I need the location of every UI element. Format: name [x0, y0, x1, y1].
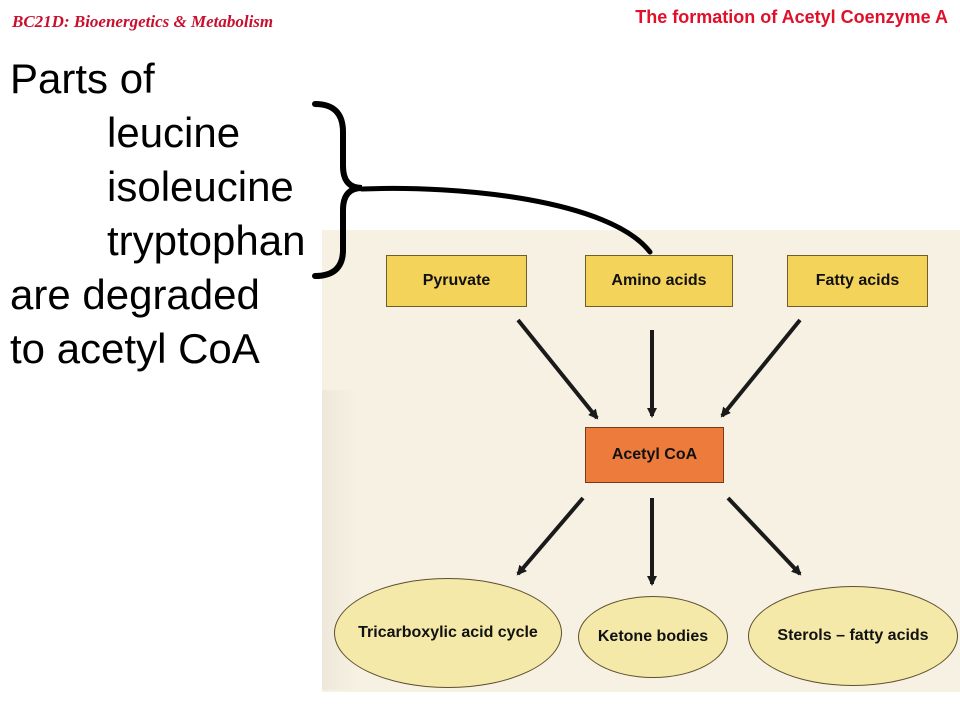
arrow-acetyl-to-sterols: [726, 496, 802, 576]
product-ellipse-tca-cycle: Tricarboxylic acid cycle: [334, 578, 562, 688]
arrow-pyruvate-to-acetyl: [516, 318, 599, 420]
body-line-degraded: are degraded: [10, 271, 260, 318]
source-box-fatty-acids: Fatty acids: [787, 255, 928, 307]
source-box-pyruvate: Pyruvate: [386, 255, 527, 307]
amino-acid-isoleucine: isoleucine: [107, 163, 294, 210]
body-line-parts-of: Parts of: [10, 55, 155, 102]
product-ellipse-ketone-bodies: Ketone bodies: [578, 596, 728, 678]
product-ellipse-sterols: Sterols – fatty acids: [748, 586, 958, 686]
arrow-acetyl-to-tca: [516, 496, 585, 576]
course-title: BC21D: Bioenergetics & Metabolism: [12, 12, 274, 31]
body-line-to-acetyl: to acetyl CoA: [10, 325, 260, 372]
amino-acid-tryptophan: tryptophan: [107, 217, 306, 264]
center-box-acetyl-coa: Acetyl CoA: [585, 427, 724, 483]
body-text: Parts of leucine isoleucine tryptophan a…: [10, 52, 305, 376]
source-box-amino-acids: Amino acids: [585, 255, 733, 307]
brace-connector-line: [359, 185, 653, 255]
curly-brace: [312, 101, 363, 279]
arrow-fatty-to-acetyl: [720, 318, 802, 418]
slide-title: The formation of Acetyl Coenzyme A: [635, 7, 948, 27]
amino-acid-leucine: leucine: [107, 109, 241, 156]
